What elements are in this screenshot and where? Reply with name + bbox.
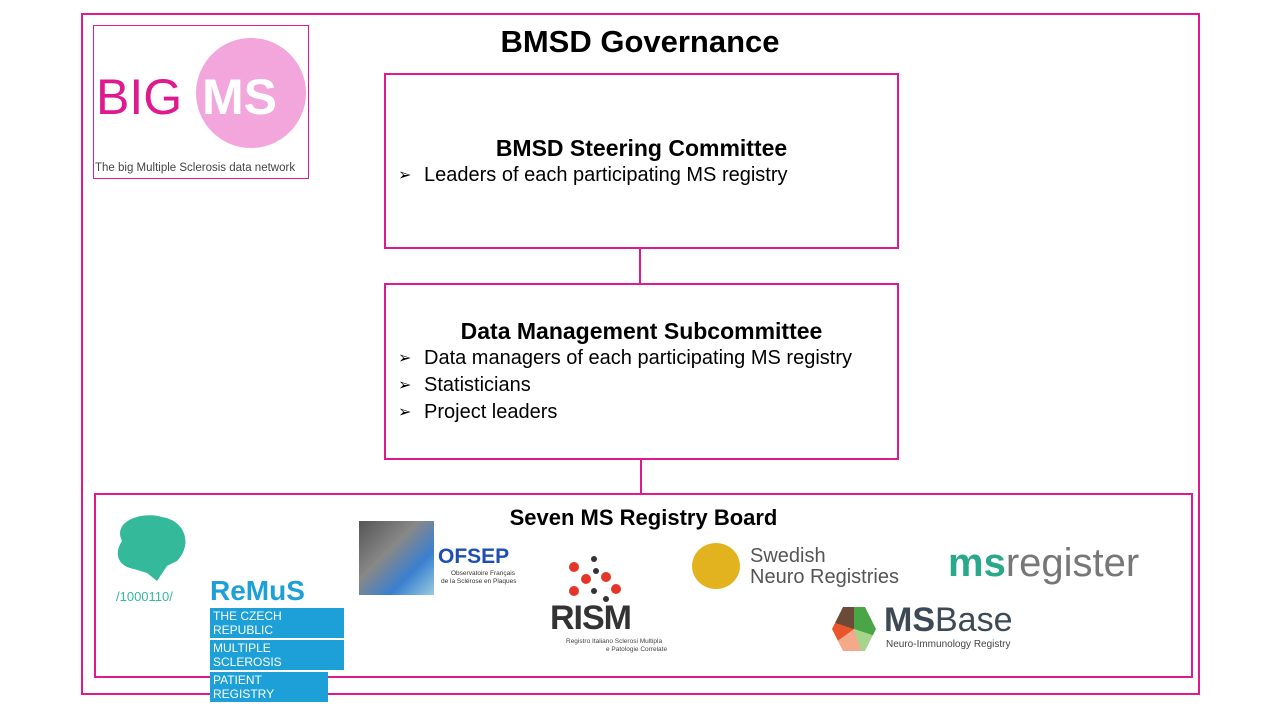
- rism-name: RISM: [550, 599, 632, 637]
- big-ms-tagline: The big Multiple Sclerosis data network: [95, 162, 296, 174]
- bullet-item: ➢ Data managers of each participating MS …: [398, 345, 897, 372]
- data-mgmt-heading: Data Management Subcommittee: [460, 318, 823, 344]
- remus-name: ReMuS: [210, 575, 305, 606]
- msbase-part: Base: [935, 601, 1013, 639]
- msregister-part: register: [1005, 541, 1140, 585]
- big-ms-logo: BIG MS The big Multiple Sclerosis data n…: [93, 25, 309, 179]
- governance-frame: [81, 13, 1200, 695]
- arrow-bullet-icon: ➢: [398, 167, 412, 184]
- swedish-leaf-icon: [692, 543, 740, 589]
- arrow-bullet-icon: ➢: [398, 404, 412, 421]
- bullet-text: Leaders of each participating MS registr…: [424, 164, 788, 186]
- msregister-part: ms: [948, 541, 1006, 585]
- msbase-name: MSBase: [884, 601, 1013, 640]
- data-management-box: Data Management Subcommittee ➢ Data manag…: [384, 283, 899, 460]
- brain-logo-icon: /1000110/: [112, 511, 192, 606]
- arrow-bullet-icon: ➢: [398, 377, 412, 394]
- remus-line: THE CZECH REPUBLIC: [210, 608, 344, 638]
- page-title: BMSD Governance: [500, 24, 780, 59]
- ofsep-subtitle: Observatoire Français: [451, 570, 515, 577]
- steering-heading: BMSD Steering Committee: [495, 135, 788, 161]
- bullet-item: ➢ Statisticians: [398, 372, 897, 399]
- remus-line: MULTIPLE SCLEROSIS: [210, 640, 344, 670]
- bullet-text: Project leaders: [424, 401, 558, 423]
- rism-logo: RISM Registro Italiano Sclerosi Multipla…: [550, 555, 680, 655]
- swedish-line: Neuro Registries: [750, 566, 899, 588]
- msregister-logo: msregister: [948, 541, 1139, 586]
- board-heading: Seven MS Registry Board: [509, 505, 778, 530]
- rism-subtitle: Registro Italiano Sclerosi Multipla: [566, 638, 663, 645]
- svg-text:/1000110/: /1000110/: [116, 589, 173, 604]
- remus-line: PATIENT REGISTRY: [210, 672, 328, 702]
- big-ms-logo-text: BIG: [96, 69, 183, 125]
- bullet-text: Statisticians: [424, 374, 531, 396]
- bullet-item: ➢ Project leaders: [398, 399, 897, 426]
- steering-committee-box: BMSD Steering Committee ➢ Leaders of each…: [384, 73, 899, 249]
- msbase-subtitle: Neuro-Immunology Registry: [886, 639, 1011, 650]
- connector-line: [639, 247, 641, 284]
- ofsep-emblem-icon: [359, 521, 434, 595]
- rism-subtitle: e Patologie Correlate: [606, 646, 668, 653]
- msbase-hexagon-icon: [832, 607, 876, 651]
- remus-logo: ReMuS THE CZECH REPUBLIC MULTIPLE SCLERO…: [210, 575, 344, 702]
- connector-line: [640, 458, 642, 494]
- bullet-item: ➢ Leaders of each participating MS regist…: [398, 162, 897, 189]
- rism-network-icon: [569, 556, 621, 602]
- msbase-part: MS: [884, 601, 935, 639]
- bullet-text: Data managers of each participating MS r…: [424, 347, 852, 369]
- ofsep-name: OFSEP: [438, 545, 510, 568]
- ofsep-logo: OFSEP Observatoire Français de la Scléro…: [359, 521, 529, 595]
- swedish-line: Swedish: [750, 545, 826, 567]
- registry-board-box: Seven MS Registry Board /1000110/ ReMuS …: [94, 493, 1193, 702]
- ofsep-subtitle: de la Sclérose en Plaques: [441, 578, 517, 585]
- arrow-bullet-icon: ➢: [398, 350, 412, 367]
